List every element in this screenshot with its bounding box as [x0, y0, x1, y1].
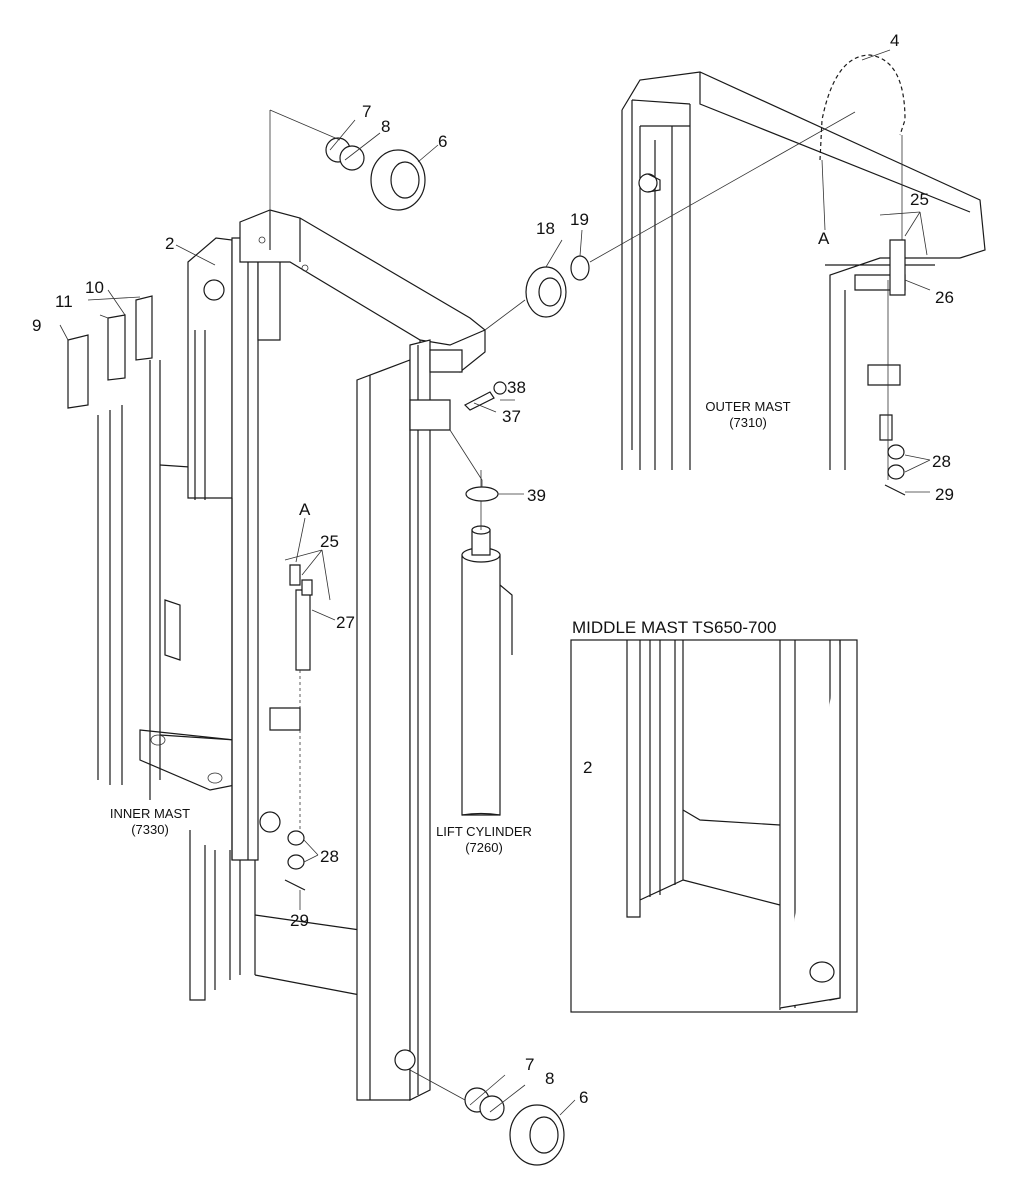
callout-28-inner: 28 — [320, 847, 339, 866]
plate-9 — [67, 334, 89, 409]
callout-8-bottom: 8 — [545, 1069, 554, 1088]
callout-a-outer: A — [818, 229, 830, 248]
inset-title: MIDDLE MAST TS650-700 — [572, 618, 776, 637]
bearing-top — [325, 137, 426, 211]
middle-mast — [239, 209, 486, 1101]
outer-mast — [621, 71, 986, 470]
inner-mast-label: INNER MAST — [110, 806, 190, 821]
callout-4: 4 — [890, 31, 899, 50]
callout-25-outer: 25 — [910, 190, 929, 209]
callout-11: 11 — [55, 292, 73, 311]
anchor-bolt-26 — [889, 239, 906, 296]
callout-a-inner: A — [299, 500, 311, 519]
seal-39 — [465, 486, 499, 502]
callout-2-inset: 2 — [583, 758, 592, 777]
callout-38: 38 — [507, 378, 526, 397]
inner-mast-code: (7330) — [131, 822, 169, 837]
callout-19: 19 — [570, 210, 589, 229]
outer-mast-code: (7310) — [729, 415, 767, 430]
callout-26: 26 — [935, 288, 954, 307]
anchor-bolt-27 — [295, 589, 311, 671]
callout-6-top: 6 — [438, 132, 447, 151]
callout-9: 9 — [32, 316, 41, 335]
shim-11 — [107, 314, 126, 381]
leader-lines — [59, 49, 931, 1116]
callout-28-outer: 28 — [932, 452, 951, 471]
lift-cylinder — [461, 470, 513, 816]
snap-ring-19 — [570, 255, 590, 281]
callout-29-outer: 29 — [935, 485, 954, 504]
lift-cylinder-code: (7260) — [465, 840, 503, 855]
callout-7-top: 7 — [362, 102, 371, 121]
lift-cylinder-label: LIFT CYLINDER — [436, 824, 532, 839]
callout-25-inner: 25 — [320, 532, 339, 551]
chain — [819, 54, 906, 480]
bolt-37 — [463, 391, 495, 411]
callout-2-inner: 2 — [165, 234, 174, 253]
bearing-bottom — [464, 1087, 565, 1166]
callout-6-bottom: 6 — [579, 1088, 588, 1107]
callout-37: 37 — [502, 407, 521, 426]
callout-18: 18 — [536, 219, 555, 238]
callout-10: 10 — [85, 278, 104, 297]
callout-8-top: 8 — [381, 117, 390, 136]
callout-29-inner: 29 — [290, 911, 309, 930]
inset-panel — [570, 639, 858, 1013]
outer-mast-label: OUTER MAST — [705, 399, 790, 414]
callout-39: 39 — [527, 486, 546, 505]
callout-27: 27 — [336, 613, 355, 632]
shim-10 — [135, 295, 153, 361]
callout-7-bottom: 7 — [525, 1055, 534, 1074]
nut-38 — [493, 381, 507, 395]
